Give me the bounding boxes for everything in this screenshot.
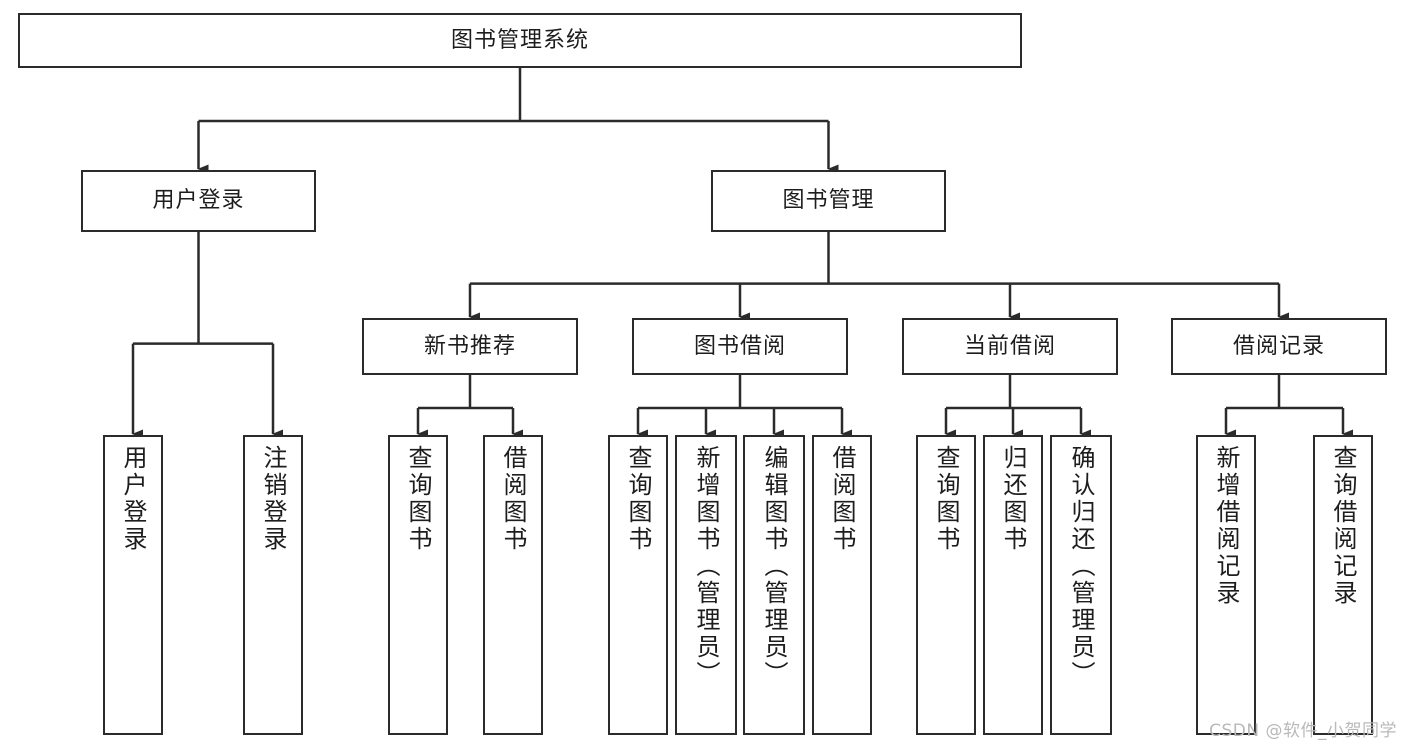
leaf-add-borrow-record[interactable]: 新增借阅记录 <box>1196 435 1256 735</box>
node-label: 归还图书 <box>999 445 1027 553</box>
node-book-borrowing[interactable]: 图书借阅 <box>632 318 848 375</box>
leaf-query-borrow-record[interactable]: 查询借阅记录 <box>1313 435 1373 735</box>
node-label: 图书管理 <box>782 188 875 214</box>
node-label: 图书管理系统 <box>450 27 589 53</box>
node-label: 新增图书（管理员） <box>692 445 720 688</box>
leaf-borrow-book-2[interactable]: 借阅图书 <box>812 435 872 735</box>
node-current-borrowing[interactable]: 当前借阅 <box>902 318 1118 375</box>
leaf-query-book-3[interactable]: 查询图书 <box>916 435 976 735</box>
node-label: 查询图书 <box>932 445 960 553</box>
leaf-logout[interactable]: 注销登录 <box>243 435 303 735</box>
node-book-management[interactable]: 图书管理 <box>711 170 946 232</box>
leaf-add-book-admin[interactable]: 新增图书（管理员） <box>675 435 737 735</box>
leaf-edit-book-admin[interactable]: 编辑图书（管理员） <box>743 435 805 735</box>
leaf-return-book[interactable]: 归还图书 <box>983 435 1043 735</box>
leaf-confirm-return-admin[interactable]: 确认归还（管理员） <box>1050 435 1112 735</box>
node-borrowing-record[interactable]: 借阅记录 <box>1171 318 1387 375</box>
watermark: CSDN @软件_小贺同学 <box>1209 721 1397 741</box>
node-label: 用户登录 <box>119 445 147 553</box>
node-user-login[interactable]: 用户登录 <box>81 170 316 232</box>
node-root-system[interactable]: 图书管理系统 <box>18 13 1022 68</box>
leaf-query-book-1[interactable]: 查询图书 <box>388 435 448 735</box>
node-label: 新增借阅记录 <box>1212 445 1240 607</box>
leaf-user-login[interactable]: 用户登录 <box>103 435 163 735</box>
node-label: 查询图书 <box>404 445 432 553</box>
node-label: 编辑图书（管理员） <box>760 445 788 688</box>
node-label: 确认归还（管理员） <box>1067 445 1095 688</box>
node-label: 用户登录 <box>152 188 245 214</box>
node-label: 当前借阅 <box>963 333 1056 359</box>
node-label: 借阅图书 <box>499 445 527 553</box>
node-label: 新书推荐 <box>423 333 516 359</box>
node-label: 图书借阅 <box>693 333 786 359</box>
node-label: 查询借阅记录 <box>1329 445 1357 607</box>
node-label: 注销登录 <box>259 445 287 553</box>
node-new-book-recommendation[interactable]: 新书推荐 <box>362 318 578 375</box>
leaf-query-book-2[interactable]: 查询图书 <box>608 435 668 735</box>
node-label: 查询图书 <box>624 445 652 553</box>
node-label: 借阅图书 <box>828 445 856 553</box>
node-label: 借阅记录 <box>1232 333 1325 359</box>
leaf-borrow-book-1[interactable]: 借阅图书 <box>483 435 543 735</box>
